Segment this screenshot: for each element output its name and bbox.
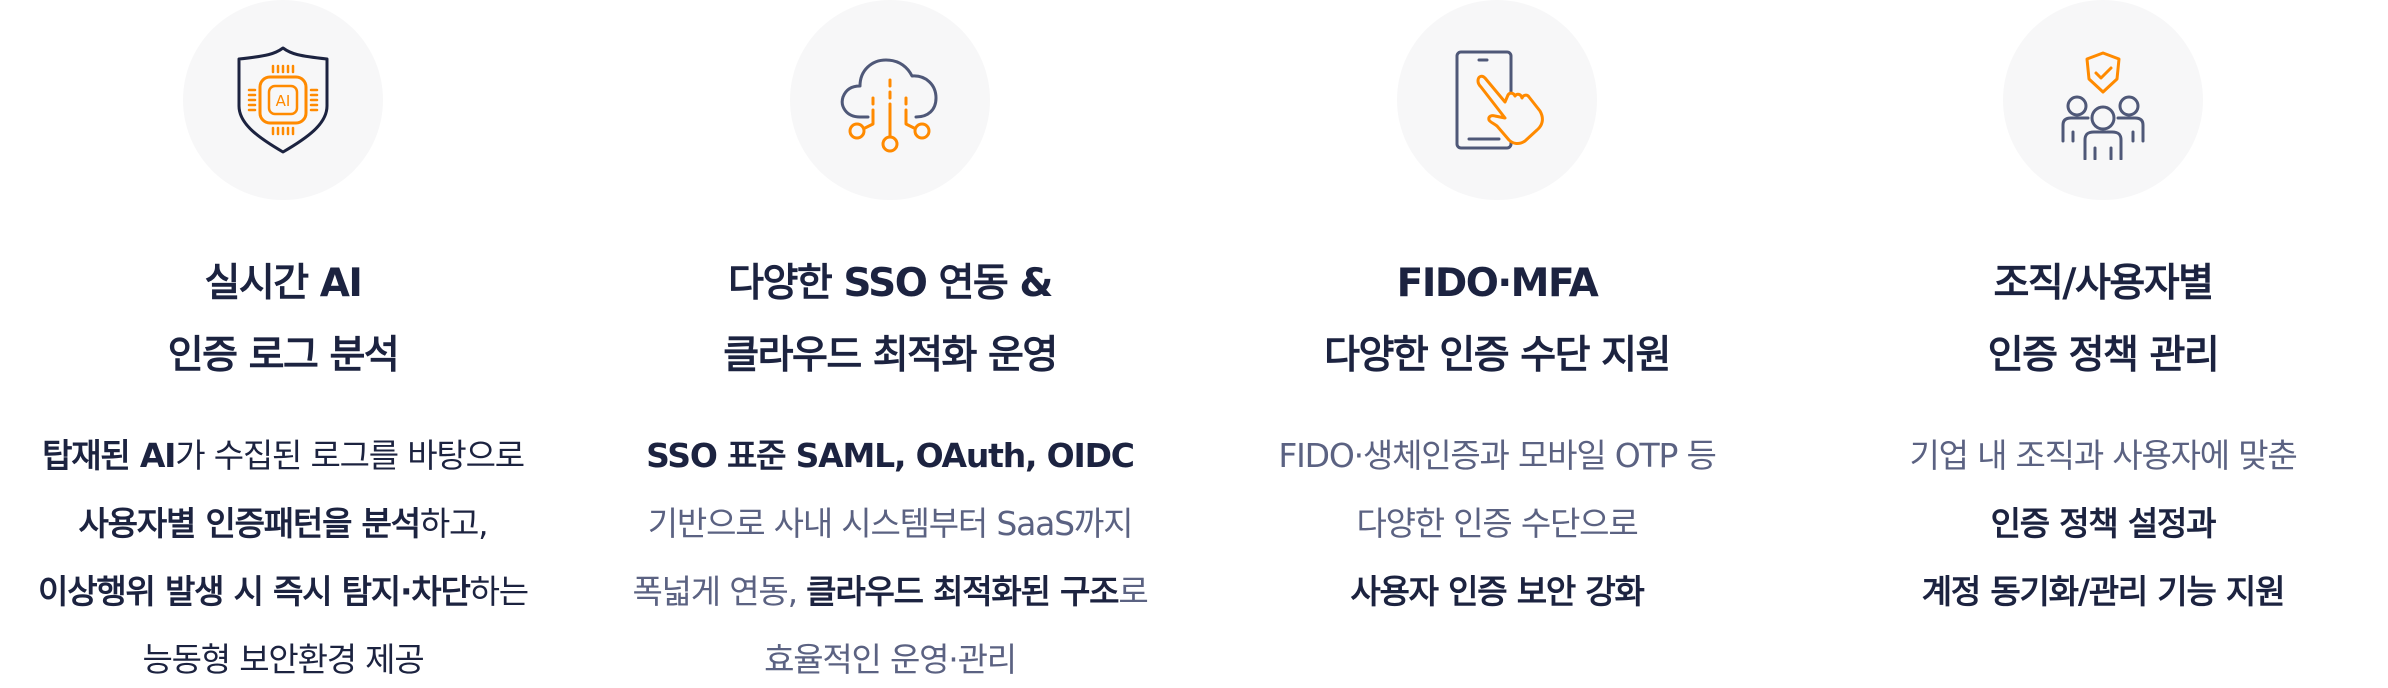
title-line: 조직/사용자별: [1993, 261, 2214, 306]
desc-emphasis: 이상행위 발생 시 즉시 탐지·차단: [38, 572, 471, 611]
icon-circle: [2003, 0, 2203, 200]
feature-card-policy-management: 조직/사용자별 인증 정책 관리 기업 내 조직과 사용자에 맞춘 인증 정책 …: [1803, 0, 2388, 626]
desc-emphasis: SSO 표준 SAML, OAuth, OIDC: [646, 436, 1135, 475]
desc-emphasis: 클라우드 최적화된 구조: [806, 572, 1119, 611]
desc-line: 이상행위 발생 시 즉시 탐지·차단하는: [38, 558, 530, 626]
users-shield-check-icon: [2061, 51, 2145, 160]
desc-line: 기업 내 조직과 사용자에 맞춘: [1909, 422, 2297, 490]
feature-title: 다양한 SSO 연동 & 클라우드 최적화 운영: [723, 248, 1058, 392]
desc-emphasis: 사용자 인증 보안 강화: [1350, 572, 1645, 611]
desc-line: 사용자 인증 보안 강화: [1278, 558, 1715, 626]
desc-line: 계정 동기화/관리 기능 지원: [1909, 558, 2296, 626]
desc-text: 다양한 인증 수단으로: [1356, 504, 1638, 543]
desc-text: 기반으로 사내 시스템부터 SaaS까지: [647, 504, 1134, 543]
title-line: FIDO·MFA: [1396, 261, 1599, 306]
feature-card-sso-cloud: 다양한 SSO 연동 & 클라우드 최적화 운영 SSO 표준 SAML, OA…: [590, 0, 1190, 688]
svg-text:AI: AI: [276, 92, 291, 110]
desc-text: 로: [1118, 572, 1148, 611]
desc-text: 효율적인 운영·관리: [764, 640, 1017, 679]
desc-line: 기반으로 사내 시스템부터 SaaS까지: [632, 490, 1147, 558]
title-line: 다양한 인증 수단 지원: [1324, 333, 1671, 378]
desc-emphasis: 계정 동기화/관리 기능 지원: [1921, 572, 2286, 611]
phone-touch-icon: [1455, 50, 1544, 150]
feature-title: 실시간 AI 인증 로그 분석: [167, 248, 400, 392]
title-line: 인증 정책 관리: [1987, 333, 2220, 378]
desc-text: FIDO·생체인증과 모바일 OTP 등: [1278, 436, 1717, 475]
icon-circle: AI: [183, 0, 383, 200]
desc-line: 사용자별 인증패턴을 분석하고,: [38, 490, 528, 558]
desc-text: 기업 내 조직과 사용자에 맞춘: [1909, 436, 2297, 475]
desc-line: 폭넓게 연동, 클라우드 최적화된 구조로: [632, 558, 1148, 626]
desc-line: 효율적인 운영·관리: [632, 626, 1147, 688]
title-line: 다양한 SSO 연동 &: [728, 261, 1053, 306]
title-line: 실시간 AI: [204, 261, 363, 306]
desc-text: 하고,: [419, 504, 489, 543]
icon-circle: [790, 0, 990, 200]
ai-shield-chip-icon: AI: [237, 46, 329, 154]
feature-title: FIDO·MFA 다양한 인증 수단 지원: [1324, 248, 1671, 392]
desc-text: 하는: [469, 572, 530, 611]
feature-description: SSO 표준 SAML, OAuth, OIDC 기반으로 사내 시스템부터 S…: [632, 422, 1148, 688]
desc-line: 탑재된 AI가 수집된 로그를 바탕으로: [38, 422, 528, 490]
desc-text: 능동형 보안환경 제공: [142, 640, 424, 679]
desc-text: 폭넓게 연동,: [632, 572, 807, 611]
title-line: 인증 로그 분석: [167, 333, 400, 378]
feature-description: 기업 내 조직과 사용자에 맞춘 인증 정책 설정과 계정 동기화/관리 기능 …: [1909, 422, 2297, 626]
feature-title: 조직/사용자별 인증 정책 관리: [1987, 248, 2220, 392]
desc-line: 능동형 보안환경 제공: [38, 626, 528, 688]
icon-circle: [1397, 0, 1597, 200]
desc-emphasis: 사용자별 인증패턴을 분석: [78, 504, 422, 543]
desc-line: 다양한 인증 수단으로: [1278, 490, 1715, 558]
cloud-network-icon: [840, 58, 938, 153]
feature-card-ai-log-analysis: AI 실시간 AI 인증 로그 분석 탑재된 AI가 수집된 로그를 바탕으로 …: [0, 0, 583, 688]
desc-text: 가 수집된 로그를 바탕으로: [175, 436, 525, 475]
feature-card-fido-mfa: FIDO·MFA 다양한 인증 수단 지원 FIDO·생체인증과 모바일 OTP…: [1197, 0, 1797, 626]
desc-line: SSO 표준 SAML, OAuth, OIDC: [632, 422, 1147, 490]
desc-emphasis: 인증 정책 설정과: [1990, 504, 2217, 543]
desc-line: 인증 정책 설정과: [1909, 490, 2296, 558]
title-line: 클라우드 최적화 운영: [723, 333, 1058, 378]
feature-description: FIDO·생체인증과 모바일 OTP 등 다양한 인증 수단으로 사용자 인증 …: [1278, 422, 1717, 626]
feature-description: 탑재된 AI가 수집된 로그를 바탕으로 사용자별 인증패턴을 분석하고, 이상…: [38, 422, 530, 688]
desc-line: FIDO·생체인증과 모바일 OTP 등: [1278, 422, 1717, 490]
desc-emphasis: 탑재된 AI: [42, 436, 176, 475]
